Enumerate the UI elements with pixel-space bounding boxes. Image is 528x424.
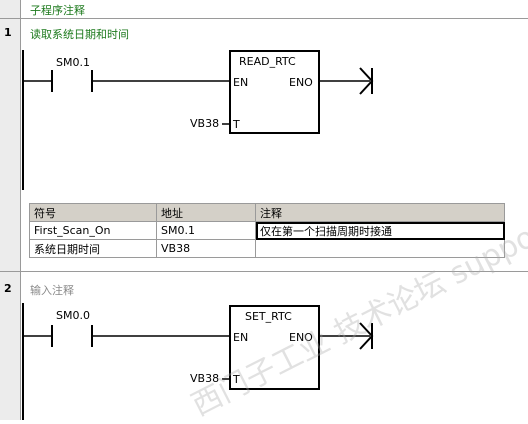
pin-eno: ENO bbox=[289, 76, 313, 89]
function-box-set-rtc[interactable]: SET_RTC EN ENO T bbox=[229, 305, 320, 390]
pin-t: T bbox=[233, 118, 240, 131]
network-comment[interactable]: 读取系统日期和时间 bbox=[30, 28, 129, 41]
symbol-table: 符号 地址 注释 First_Scan_On SM0.1 仅在第一个扫描周期时接… bbox=[29, 203, 505, 258]
power-rail bbox=[22, 303, 24, 420]
cell-address[interactable]: VB38 bbox=[156, 239, 256, 258]
cell-comment[interactable]: 仅在第一个扫描周期时接通 bbox=[255, 221, 505, 240]
box-title: READ_RTC bbox=[239, 55, 296, 68]
contact-address[interactable]: SM0.0 bbox=[56, 309, 90, 322]
network-number[interactable]: 1 bbox=[4, 26, 12, 39]
separator bbox=[0, 18, 528, 19]
t-operand[interactable]: VB38 bbox=[190, 372, 220, 385]
table-row[interactable]: 系统日期时间 VB38 bbox=[29, 239, 505, 258]
power-rail bbox=[22, 50, 24, 190]
cell-symbol[interactable]: 系统日期时间 bbox=[29, 239, 157, 258]
pin-en: EN bbox=[233, 76, 249, 89]
network-comment[interactable]: 输入注释 bbox=[30, 284, 74, 297]
box-title: SET_RTC bbox=[245, 310, 292, 323]
cell-comment[interactable] bbox=[255, 239, 505, 258]
subroutine-comment[interactable]: 子程序注释 bbox=[30, 4, 85, 17]
line-gutter bbox=[0, 0, 21, 420]
table-row[interactable]: First_Scan_On SM0.1 仅在第一个扫描周期时接通 bbox=[29, 221, 505, 240]
pin-en: EN bbox=[233, 331, 249, 344]
function-box-read-rtc[interactable]: READ_RTC EN ENO T bbox=[229, 50, 320, 134]
network-number[interactable]: 2 bbox=[4, 282, 12, 295]
t-operand[interactable]: VB38 bbox=[190, 117, 220, 130]
pin-eno: ENO bbox=[289, 331, 313, 344]
pin-t: T bbox=[233, 373, 240, 386]
contact-address[interactable]: SM0.1 bbox=[56, 56, 90, 69]
separator bbox=[0, 271, 528, 272]
